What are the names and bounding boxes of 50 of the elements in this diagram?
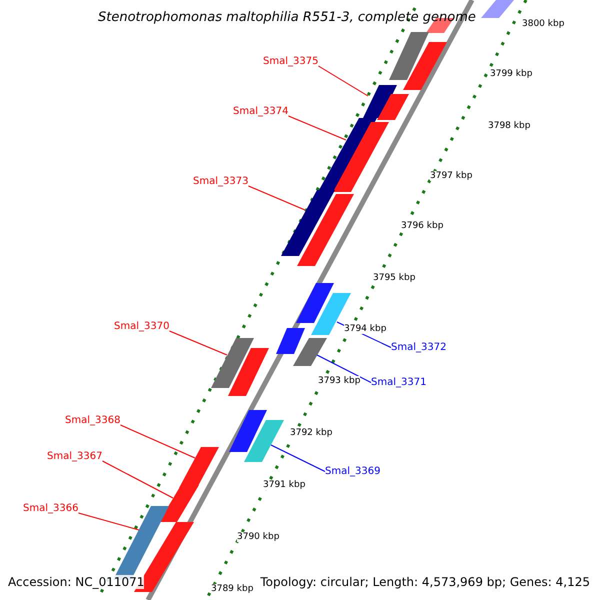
leader-line [120, 424, 196, 458]
gene-label: Smal_3370 [114, 321, 170, 332]
gene-label: Smal_3374 [233, 106, 288, 117]
scale-label: 3790 kbp [237, 532, 280, 542]
scale-label: 3791 kbp [263, 480, 306, 490]
gene-block [377, 94, 409, 120]
gene-block [228, 348, 269, 396]
gene-block [403, 42, 447, 90]
gene-block [293, 338, 327, 366]
gene-label: Smal_3375 [263, 56, 318, 67]
leader-line [316, 354, 372, 383]
gene-label: Smal_3369 [325, 466, 380, 477]
gene-block [389, 32, 429, 80]
leader-line [78, 512, 140, 530]
gene-block [244, 420, 284, 462]
leader-line [288, 116, 346, 140]
scale-label: 3792 kbp [290, 428, 332, 438]
gene-label: Smal_3373 [193, 176, 248, 187]
gene-label: Smal_3368 [65, 415, 120, 426]
leader-line [318, 66, 368, 96]
leader-line [102, 460, 174, 498]
gene-label: Smal_3366 [23, 503, 78, 514]
scale-label: 3798 kbp [488, 121, 530, 131]
scale-label: 3789 kbp [211, 584, 254, 594]
leader-line [168, 330, 228, 356]
gene-block [229, 410, 267, 452]
scale-label: 3793 kbp [318, 376, 360, 386]
gene-label: Smal_3371 [371, 377, 426, 388]
info-text: Accession: NC_011071 [8, 575, 144, 589]
scale-label: 3799 kbp [490, 69, 532, 79]
scale-label: 3800 kbp [522, 19, 564, 29]
gene-block [276, 328, 305, 354]
leader-line [248, 186, 306, 210]
scale-label: 3797 kbp [430, 171, 472, 181]
gene-block [211, 338, 254, 388]
gene-label: Smal_3367 [47, 451, 102, 462]
gene-block [179, 447, 219, 488]
leader-line [270, 444, 326, 472]
gene-block [481, 0, 514, 18]
gene-block [363, 85, 397, 118]
scale-label: 3796 kbp [401, 221, 444, 231]
scale-label: 3795 kbp [373, 273, 416, 283]
gene-block [297, 194, 354, 266]
gene-block [333, 122, 389, 192]
scale-label: 3794 kbp [344, 324, 386, 334]
gene-block [281, 190, 335, 256]
gene-label: Smal_3372 [391, 342, 446, 353]
info-text: Topology: circular; Length: 4,573,969 bp; Genes: 4,125 [260, 575, 590, 589]
gene-block [296, 283, 334, 323]
title: Stenotrophomonas maltophilia R551-3, complete genome [98, 10, 476, 25]
